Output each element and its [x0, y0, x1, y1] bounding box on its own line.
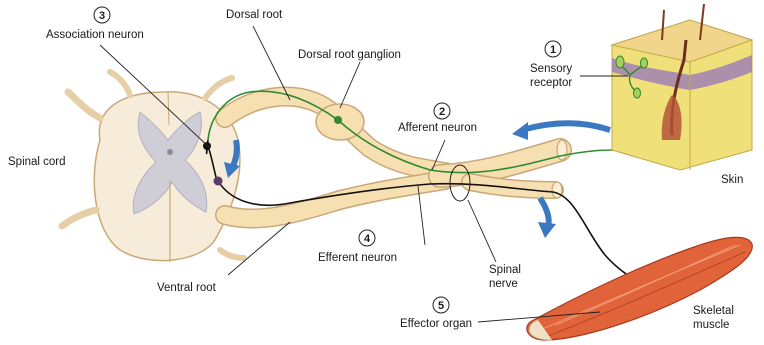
efferent-neuron-fiber — [218, 181, 646, 286]
association-neuron-label: Association neuron — [46, 29, 144, 41]
spinal-cord — [62, 72, 244, 262]
skin-label: Skin — [721, 174, 743, 186]
skin-block — [612, 4, 752, 170]
ventral-root-label: Ventral root — [157, 282, 217, 294]
sensory-receptor-label-line2: receptor — [530, 77, 572, 89]
step-4-number: 4 — [364, 233, 371, 245]
central-canal — [167, 149, 173, 155]
efferent-cell-body — [214, 177, 223, 186]
skeletal-muscle-label-line1: Skeletal — [693, 305, 734, 317]
step-2-number: 2 — [439, 106, 445, 118]
afferent-cell-body — [334, 116, 342, 124]
spinal-nerve-label-line2: nerve — [489, 278, 518, 290]
effector-organ-label: Effector organ — [400, 318, 472, 330]
step-5-number: 5 — [438, 300, 444, 312]
sensory-receptor-label-line1: Sensory — [530, 63, 572, 75]
spinal-cord-label: Spinal cord — [8, 156, 66, 168]
spinal-nerve-label-line1: Spinal — [489, 264, 521, 276]
association-cell-body — [203, 142, 211, 150]
efferent-neuron-label: Efferent neuron — [318, 252, 397, 264]
dorsal-root-label: Dorsal root — [226, 9, 283, 21]
skeletal-muscle-label-line2: muscle — [693, 319, 729, 331]
step-1-number: 1 — [550, 44, 556, 56]
dorsal-root-ganglion-label: Dorsal root ganglion — [298, 49, 401, 61]
afferent-neuron-label: Afferent neuron — [398, 122, 477, 134]
step-3-number: 3 — [99, 10, 105, 22]
